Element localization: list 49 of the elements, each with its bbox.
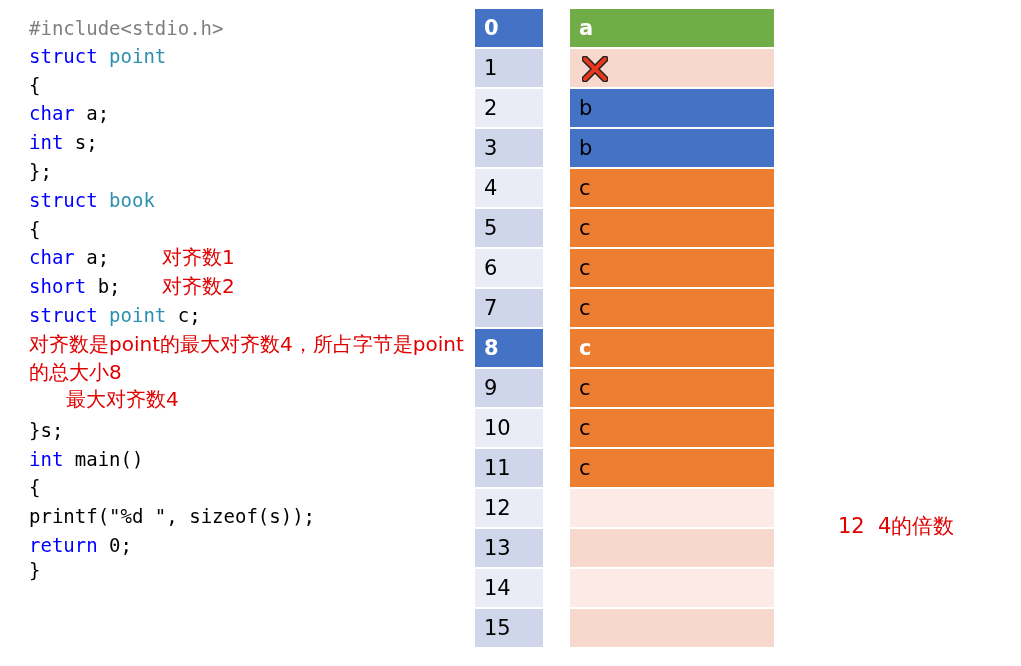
table-cell: c: [569, 328, 775, 368]
table-cell: 2: [474, 88, 544, 128]
code-line: }s;: [29, 418, 64, 442]
code-line: int main(): [29, 447, 144, 471]
table-cell: 4: [474, 168, 544, 208]
table-cell: 10: [474, 408, 544, 448]
comment-text: 最大对齐数4: [66, 387, 179, 411]
code-line: int s;: [29, 130, 98, 154]
code-line: {: [29, 73, 41, 97]
table-cell: c: [569, 408, 775, 448]
table-cell: 1: [474, 48, 544, 88]
comment-text: 对齐数2: [162, 274, 235, 298]
table-cell: 7: [474, 288, 544, 328]
table-cell: 12: [474, 488, 544, 528]
table-cell: c: [569, 248, 775, 288]
code-line: }: [29, 558, 41, 582]
code-line: printf("%d ", sizeof(s));: [29, 504, 316, 528]
comment-text: 对齐数是point的最大对齐数4，所占字节是point的总大小8: [29, 331, 464, 386]
table-cell: 11: [474, 448, 544, 488]
table-cell: 9: [474, 368, 544, 408]
code-line: short b;: [29, 274, 121, 298]
code-line: char a;: [29, 245, 110, 269]
table-cell: c: [569, 448, 775, 488]
note-text: 12 4的倍数: [838, 513, 955, 540]
table-cell: c: [569, 288, 775, 328]
table-cell: 5: [474, 208, 544, 248]
code-line: struct book: [29, 188, 155, 212]
table-cell: 8: [474, 328, 544, 368]
code-line: struct point c;: [29, 303, 201, 327]
table-cell: b: [569, 128, 775, 168]
table-cell: 13: [474, 528, 544, 568]
comment-text: 对齐数1: [162, 245, 235, 269]
table-cell: 3: [474, 128, 544, 168]
table-cell: a: [569, 8, 775, 48]
table-cell: c: [569, 208, 775, 248]
code-line: {: [29, 217, 41, 241]
code-line: return 0;: [29, 533, 132, 557]
code-line: #include<stdio.h>: [29, 16, 224, 40]
code-line: struct point: [29, 44, 167, 68]
table-cell: b: [569, 88, 775, 128]
table-cell: 6: [474, 248, 544, 288]
table-cell: c: [569, 168, 775, 208]
code-line: };: [29, 159, 52, 183]
code-line: {: [29, 475, 41, 499]
table-cell: 15: [474, 608, 544, 648]
table-cell: c: [569, 368, 775, 408]
code-line: char a;: [29, 101, 110, 125]
table-cell: 0: [474, 8, 544, 48]
table-cell: 14: [474, 568, 544, 608]
